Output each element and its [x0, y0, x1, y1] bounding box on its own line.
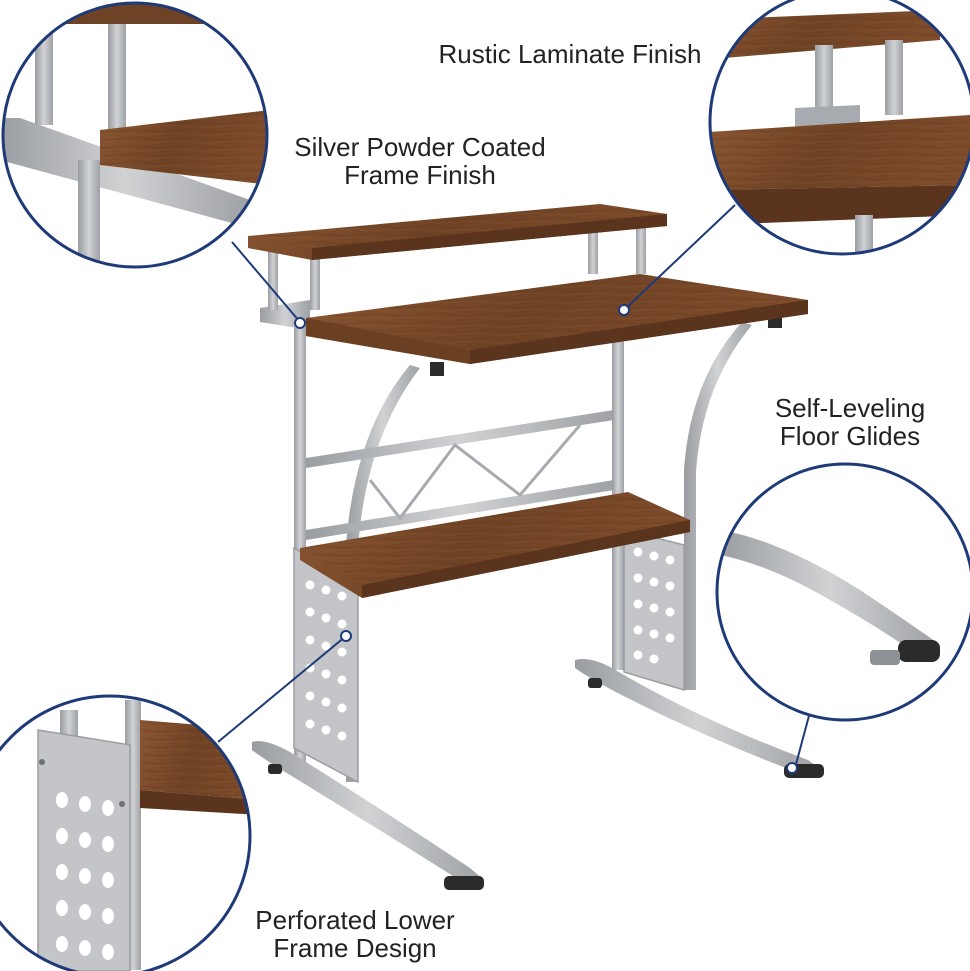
shelf-post-front-right	[636, 224, 646, 274]
silver-frame-line1: Silver Powder Coated	[294, 132, 546, 162]
callout-perforated-detail	[0, 694, 252, 971]
silver-frame-label: Silver Powder Coated Frame Finish	[270, 133, 570, 189]
lower-crossbar	[306, 480, 614, 540]
desktop-bracket	[430, 362, 444, 376]
perforated-frame-line1: Perforated Lower	[255, 905, 455, 935]
floor-glides-line2: Floor Glides	[779, 421, 921, 451]
upper-crossbar	[306, 410, 614, 468]
floor-glides-label: Self-Leveling Floor Glides	[750, 394, 950, 450]
callout-laminate-detail	[708, 0, 970, 256]
shelf-post-rear-right	[588, 226, 598, 274]
left-foot	[252, 741, 484, 890]
silver-frame-line2: Frame Finish	[344, 160, 496, 190]
desk	[248, 204, 824, 890]
callout-frame-detail	[1, 1, 269, 269]
lower-shelf	[300, 492, 690, 598]
rustic-laminate-label: Rustic Laminate Finish	[420, 40, 720, 68]
rustic-laminate-line1: Rustic Laminate Finish	[438, 39, 702, 69]
floor-glides-line1: Self-Leveling	[774, 393, 926, 423]
right-curved-leg	[684, 322, 752, 690]
perforated-frame-line2: Frame Design	[273, 933, 437, 963]
monitor-shelf	[248, 204, 667, 260]
left-curved-leg	[346, 365, 420, 782]
main-desktop	[306, 274, 808, 364]
callout-glide-detail	[715, 462, 970, 722]
shelf-post-rear-left	[268, 248, 278, 310]
x-bracing	[368, 424, 582, 521]
right-perforated-panel	[623, 529, 685, 692]
callout-dots	[294, 304, 798, 774]
callout-lines	[217, 204, 811, 769]
shelf-post-front-left	[310, 255, 320, 310]
perforated-frame-label: Perforated Lower Frame Design	[230, 906, 480, 962]
left-perforated-panel	[293, 546, 359, 784]
